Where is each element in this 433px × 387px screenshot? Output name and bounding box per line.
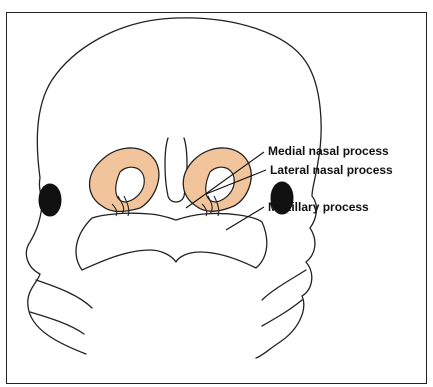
label-medial-nasal-process: Medial nasal process — [268, 144, 389, 158]
label-lateral-nasal-process: Lateral nasal process — [270, 163, 393, 177]
left-nasal-placode — [90, 148, 159, 216]
left-lower-fold — [30, 312, 84, 334]
label-maxillary-process: Maxillary process — [268, 200, 369, 214]
left-eye — [39, 184, 61, 216]
right-lower-fold — [262, 300, 302, 326]
right-nasal-placode — [183, 148, 251, 216]
left-mandibular-fold — [36, 280, 92, 308]
frontonasal-midline — [165, 138, 187, 202]
stomodeum-outline — [76, 213, 267, 270]
right-mandibular-fold — [262, 270, 306, 300]
leader-line-maxillary — [226, 207, 264, 230]
